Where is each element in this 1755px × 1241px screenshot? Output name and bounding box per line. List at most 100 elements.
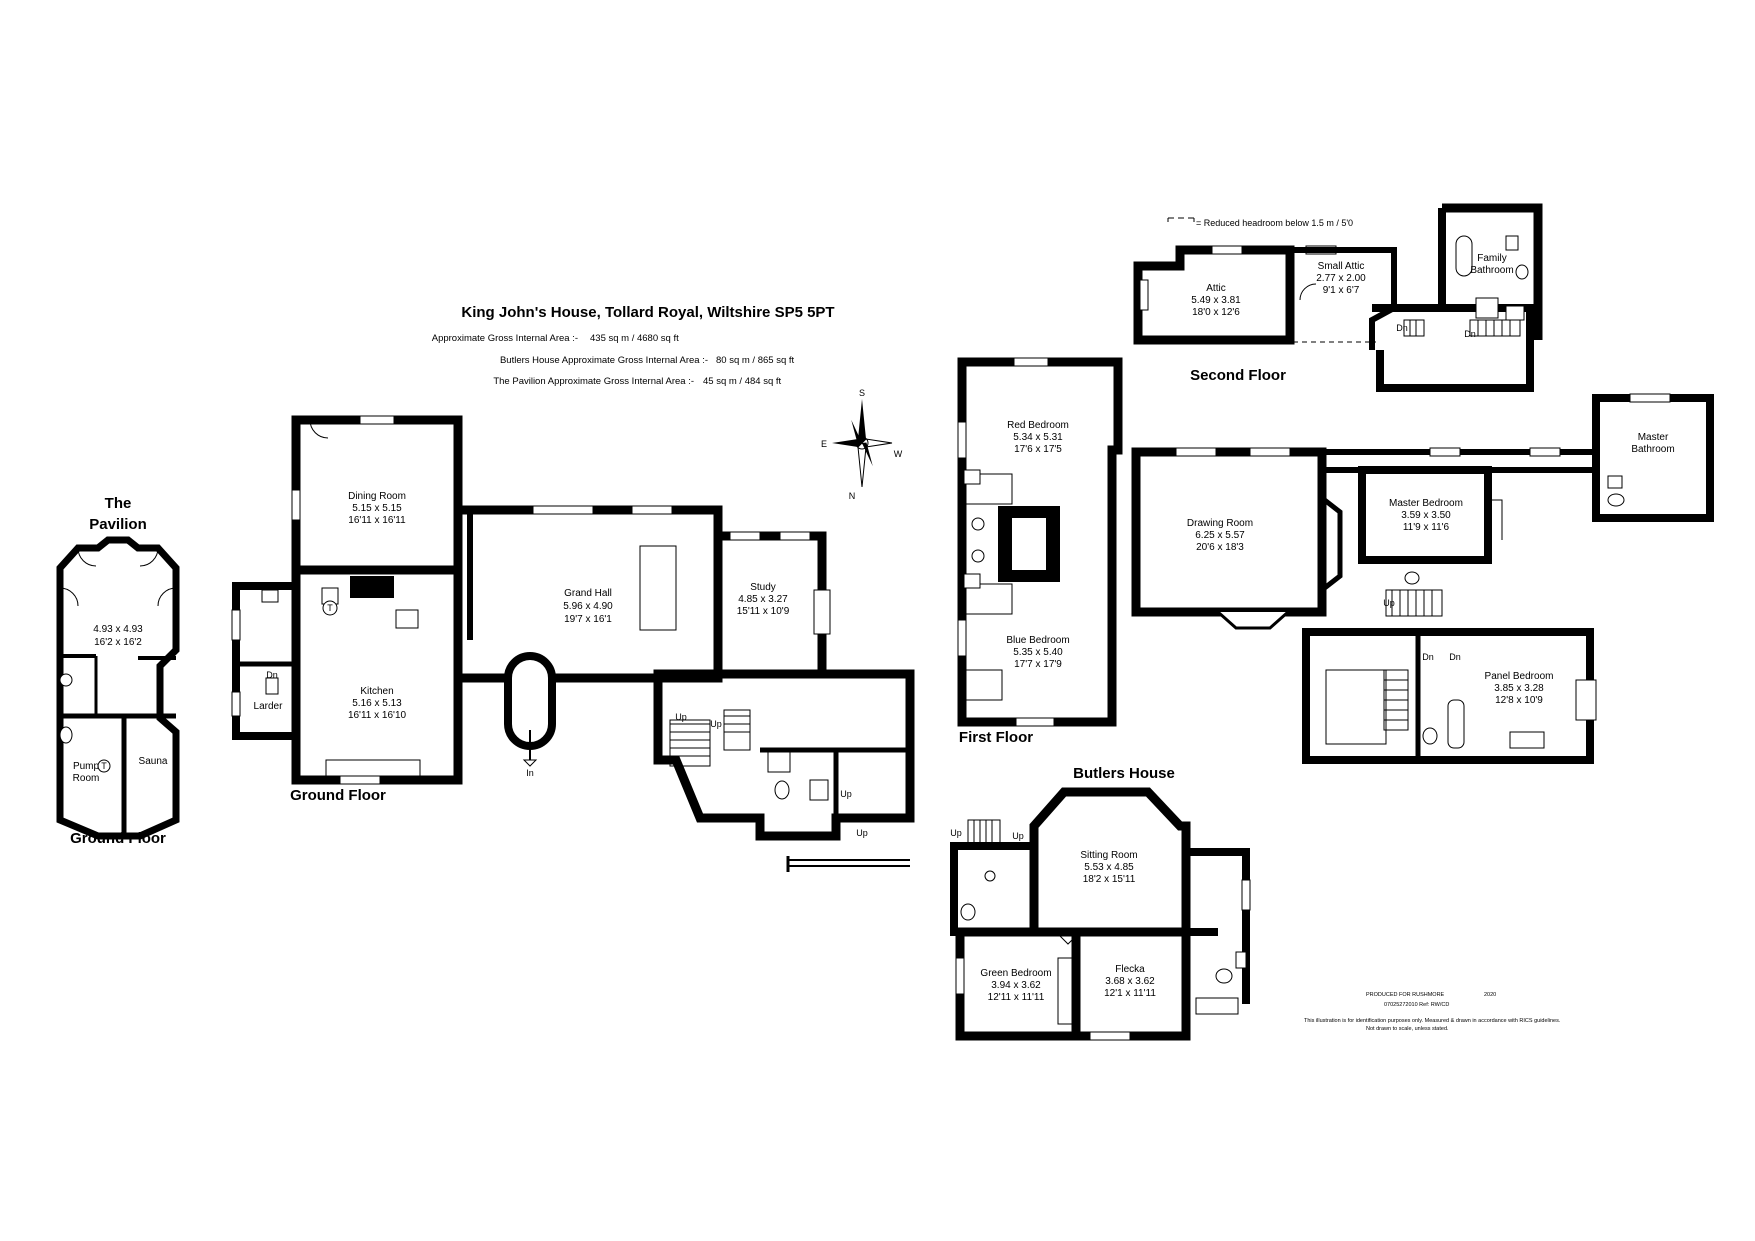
area-value-main: 435 sq m / 4680 sq ft	[590, 333, 679, 344]
small-attic-name: Small Attic	[1318, 261, 1365, 272]
butlers-up-2: Up	[1012, 831, 1024, 841]
pavilion-title-1: The	[105, 495, 132, 512]
study-name: Study	[750, 582, 776, 593]
red-bedroom-name: Red Bedroom	[1007, 420, 1069, 431]
legend: = Reduced headroom below 1.5 m / 5'0	[1167, 217, 1353, 228]
master-bedroom-metric: 3.59 x 3.50	[1401, 510, 1451, 521]
tank-label: T	[101, 761, 107, 771]
compass-s: S	[859, 388, 865, 398]
family-bathroom-name1: Family	[1477, 253, 1506, 264]
attic-metric: 5.49 x 3.81	[1191, 295, 1241, 306]
drawing-room-imperial: 20'6 x 18'3	[1196, 542, 1244, 553]
sitting-room-metric: 5.53 x 4.85	[1084, 862, 1134, 873]
drawing-room-name: Drawing Room	[1187, 518, 1253, 529]
study-imperial: 15'11 x 10'9	[737, 606, 790, 617]
produced-year: 2020	[1484, 992, 1496, 998]
ground-floor-plan: T Dn Larder In	[231, 415, 915, 872]
compass-n: N	[849, 491, 856, 501]
drawing-room-metric: 6.25 x 5.57	[1195, 530, 1245, 541]
second-floor-label: Second Floor	[1190, 367, 1286, 384]
blue-bedroom-imperial: 17'7 x 17'9	[1014, 659, 1062, 670]
header: King John's House, Tollard Royal, Wiltsh…	[432, 304, 835, 387]
study-metric: 4.85 x 3.27	[738, 594, 788, 605]
butlers-house-plan: Butlers House Sitting Room 5.53 x 4.85 1…	[950, 765, 1251, 1041]
ground-up-4: Up	[856, 828, 868, 838]
pump-room-name2: Room	[73, 773, 100, 784]
family-bathroom-name2: Bathroom	[1470, 265, 1513, 276]
master-bathroom-name1: Master	[1638, 432, 1669, 443]
entrance-in: In	[526, 768, 534, 778]
pavilion-metric: 4.93 x 4.93	[93, 624, 143, 635]
second-floor-plan: Dn Dn Attic 5.49 x 3.81 18'0 x 12'6 Smal…	[1133, 203, 1543, 392]
blue-bedroom-name: Blue Bedroom	[1006, 635, 1069, 646]
first-dn-2: Dn	[1449, 652, 1461, 662]
butlers-house-title: Butlers House	[1073, 765, 1175, 782]
sauna-name: Sauna	[139, 756, 168, 767]
legend-text: = Reduced headroom below 1.5 m / 5'0	[1196, 218, 1353, 228]
ground-up-3: Up	[840, 789, 852, 799]
pavilion-ground-floor-label: Ground Floor	[70, 830, 166, 847]
disclaimer-line-1: This illustration is for identification …	[1304, 1018, 1561, 1024]
attic-imperial: 18'0 x 12'6	[1192, 307, 1240, 318]
grand-hall-metric: 5.96 x 4.90	[563, 601, 613, 612]
disclaimer-line-2: Not drawn to scale, unless stated.	[1366, 1026, 1449, 1032]
ground-up-1: Up	[675, 712, 687, 722]
kitchen-metric: 5.16 x 5.13	[352, 698, 402, 709]
blue-bedroom-metric: 5.35 x 5.40	[1013, 647, 1063, 658]
panel-bedroom-name: Panel Bedroom	[1485, 671, 1554, 682]
flecka-imperial: 12'1 x 11'11	[1104, 988, 1156, 999]
reference: 07025272010 Ref: RW/CD	[1384, 1002, 1449, 1008]
area-label-main: Approximate Gross Internal Area :-	[432, 333, 578, 344]
grand-hall-name: Grand Hall	[564, 588, 612, 599]
first-floor-plan: Red Bedroom 5.34 x 5.31 17'6 x 17'5 Blue…	[957, 357, 1714, 764]
pavilion-imperial: 16'2 x 16'2	[94, 637, 142, 648]
master-bedroom-imperial: 11'9 x 11'6	[1403, 522, 1450, 533]
grand-hall-imperial: 19'7 x 16'1	[564, 614, 612, 625]
red-bedroom-imperial: 17'6 x 17'5	[1014, 444, 1062, 455]
compass-e: E	[821, 439, 827, 449]
area-value-butlers: 80 sq m / 865 sq ft	[716, 355, 795, 366]
master-bathroom-name2: Bathroom	[1631, 444, 1674, 455]
green-bedroom-imperial: 12'11 x 11'11	[988, 992, 1045, 1003]
small-attic-metric: 2.77 x 2.00	[1316, 273, 1366, 284]
pavilion-plan: The Pavilion T 4.93 x 4.93 16'2 x 16'2 P…	[56, 495, 180, 847]
area-label-butlers: Butlers House Approximate Gross Internal…	[500, 355, 708, 366]
panel-bedroom-imperial: 12'8 x 10'9	[1495, 695, 1543, 706]
ground-floor-label: Ground Floor	[290, 787, 386, 804]
kitchen-tank-label: T	[327, 603, 333, 613]
larder-name: Larder	[254, 701, 284, 712]
page-title: King John's House, Tollard Royal, Wiltsh…	[461, 304, 834, 321]
green-bedroom-metric: 3.94 x 3.62	[991, 980, 1041, 991]
ground-up-2: Up	[710, 719, 722, 729]
produced-for: PRODUCED FOR RUSHMORE	[1366, 992, 1445, 998]
reduced-headroom-symbol	[1167, 217, 1195, 222]
dining-imperial: 16'11 x 16'11	[348, 515, 406, 526]
butlers-up-1: Up	[950, 828, 962, 838]
credits: PRODUCED FOR RUSHMORE 2020 07025272010 R…	[1304, 992, 1561, 1032]
first-dn-1: Dn	[1422, 652, 1434, 662]
pavilion-title-2: Pavilion	[89, 516, 147, 533]
area-value-pavilion: 45 sq m / 484 sq ft	[703, 376, 782, 387]
compass-icon: S E W N	[821, 388, 903, 501]
kitchen-name: Kitchen	[360, 686, 393, 697]
flecka-metric: 3.68 x 3.62	[1105, 976, 1155, 987]
red-bedroom-metric: 5.34 x 5.31	[1013, 432, 1063, 443]
sitting-room-imperial: 18'2 x 15'11	[1083, 874, 1136, 885]
attic-name: Attic	[1206, 283, 1225, 294]
compass-w: W	[894, 449, 903, 459]
pump-room-name1: Pump	[73, 761, 100, 772]
flecka-name: Flecka	[1115, 964, 1145, 975]
second-dn-1: Dn	[1396, 323, 1408, 333]
small-attic-imperial: 9'1 x 6'7	[1323, 285, 1360, 296]
larder-dn: Dn	[266, 670, 278, 680]
first-floor-label: First Floor	[959, 729, 1033, 746]
second-dn-2: Dn	[1464, 329, 1476, 339]
green-bedroom-name: Green Bedroom	[980, 968, 1051, 979]
area-label-pavilion: The Pavilion Approximate Gross Internal …	[493, 376, 694, 387]
panel-bedroom-metric: 3.85 x 3.28	[1494, 683, 1544, 694]
sitting-room-name: Sitting Room	[1080, 850, 1137, 861]
kitchen-imperial: 16'11 x 16'10	[348, 710, 407, 721]
first-up-1: Up	[1383, 598, 1395, 608]
dining-metric: 5.15 x 5.15	[352, 503, 402, 514]
